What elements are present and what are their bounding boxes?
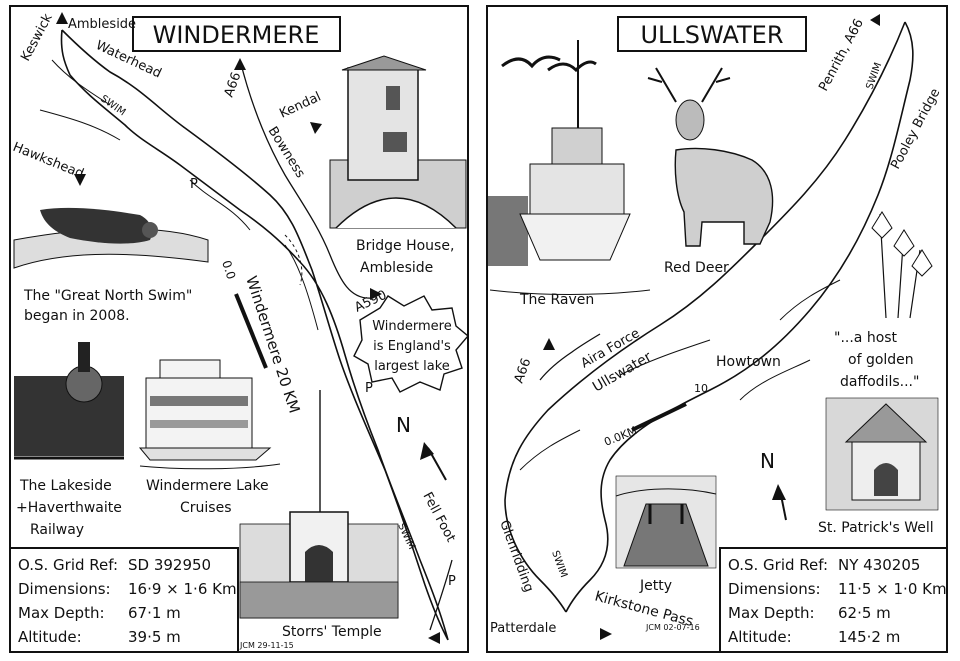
windermere-title: WINDERMERE [153, 21, 320, 49]
cruises-caption-line1: Windermere Lake [146, 478, 269, 494]
jetty-illustration [615, 475, 717, 569]
windermere-facts-box [9, 547, 239, 653]
fact-value: 145·2 m [838, 628, 900, 646]
fact-value: 39·5 m [128, 628, 181, 646]
ullswater-lake-outline [504, 21, 914, 613]
fact-label: O.S. Grid Ref: [18, 556, 118, 574]
north-arrowhead-icon [420, 442, 434, 460]
ullswater-shore-inner [519, 279, 841, 471]
fact-label: Max Depth: [728, 604, 815, 622]
swimmer-illustration [13, 207, 209, 269]
windermere-swim-path [284, 234, 303, 286]
fact-value: 67·1 m [128, 604, 181, 622]
well-caption: St. Patrick's Well [818, 520, 934, 536]
ullswater-scale-end: 10 [694, 382, 708, 395]
road-arrow-icon [370, 288, 382, 300]
fact-label: Altitude: [728, 628, 792, 646]
patterdale-label: Patterdale [490, 621, 556, 636]
windermere-road-line [239, 59, 373, 299]
road-arrow-icon [600, 628, 612, 640]
largest-lake-line2: is England's [373, 339, 451, 354]
fact-label: Max Depth: [18, 604, 105, 622]
road-arrow-icon [428, 632, 440, 644]
daffodils-caption-line2: of golden [848, 352, 914, 368]
bridge-house-illustration [329, 55, 467, 229]
ullswater-facts-box [719, 547, 948, 653]
railway-caption-line2: +Haverthwaite [16, 500, 122, 516]
storrs-temple-illustration [239, 390, 399, 619]
ullswater-frame [486, 5, 948, 653]
ullswater-signature: JCM 02-07-16 [645, 623, 700, 632]
ullswater-scale-bar [631, 402, 687, 432]
steamer-raven-illustration [488, 40, 651, 295]
ullswater-title-box [617, 16, 807, 52]
cruise-boat-illustration [138, 359, 281, 470]
steam-train-illustration [14, 342, 124, 460]
fact-value: 62·5 m [838, 604, 891, 622]
largest-lake-burst [353, 295, 469, 393]
scale-start-label: 0.0 [219, 259, 238, 281]
railway-caption-line1: The Lakeside [19, 478, 112, 494]
bridge-house-caption-line2: Ambleside [360, 260, 433, 276]
windermere-lake-outline [60, 29, 449, 641]
road-arrow-icon [870, 14, 880, 26]
fact-value: 11·5 × 1·0 Km [838, 580, 947, 598]
largest-lake-line3: largest lake [374, 359, 450, 374]
daffodils-caption-line1: "...a host [834, 330, 898, 346]
fact-value: 16·9 × 1·6 Km [128, 580, 237, 598]
swim-caption-line2: began in 2008. [24, 308, 130, 324]
cruises-caption-line2: Cruises [180, 500, 232, 516]
raven-caption: The Raven [519, 292, 594, 308]
ullswater-north-arrowhead-icon [772, 484, 786, 500]
parking-label-3: P [448, 574, 456, 589]
birds-illustration [501, 55, 597, 73]
fact-label: Dimensions: [728, 580, 821, 598]
ullswater-title: ULLSWATER [640, 21, 783, 49]
road-arrow-icon [310, 122, 322, 134]
ullswater-facts: O.S. Grid Ref: NY 430205 Dimensions: 11·… [728, 556, 947, 646]
red-deer-illustration [647, 67, 774, 247]
road-arrow-icon [74, 174, 86, 186]
ullswater-north-label: N [760, 449, 775, 473]
windermere-facts: O.S. Grid Ref: SD 392950 Dimensions: 16·… [18, 556, 237, 646]
swim-caption-line1: The "Great North Swim" [23, 288, 192, 304]
windermere-scale-bar [234, 293, 268, 369]
road-arrow-icon [543, 338, 555, 350]
fact-label: O.S. Grid Ref: [728, 556, 828, 574]
north-label: N [396, 413, 411, 437]
deer-caption: Red Deer [664, 260, 729, 276]
railway-caption-line3: Railway [30, 522, 84, 538]
windermere-title-box [132, 16, 341, 52]
jetty-caption: Jetty [639, 578, 672, 594]
road-arrow-icon [56, 12, 68, 24]
st-patricks-well-illustration [825, 397, 939, 511]
largest-lake-line1: Windermere [372, 319, 452, 334]
temple-caption: Storrs' Temple [282, 624, 382, 640]
windermere-road-line-2 [429, 559, 453, 631]
howtown-label: Howtown [716, 354, 781, 370]
ullswater-road-line [539, 333, 601, 381]
windermere-signature: JCM 29-11-15 [239, 641, 294, 650]
bridge-house-caption-line1: Bridge House, [356, 238, 454, 254]
fact-label: Dimensions: [18, 580, 111, 598]
windermere-shore-inner [39, 59, 319, 331]
fact-value: NY 430205 [838, 556, 920, 574]
fact-label: Altitude: [18, 628, 82, 646]
road-arrow-icon [234, 58, 246, 70]
daffodils-caption-line3: daffodils..." [840, 374, 919, 390]
parking-label: P [190, 177, 198, 192]
parking-label-2: P [365, 381, 373, 396]
ambleside-label: Ambleside [68, 17, 136, 32]
daffodils-illustration [871, 211, 933, 319]
fact-value: SD 392950 [128, 556, 211, 574]
